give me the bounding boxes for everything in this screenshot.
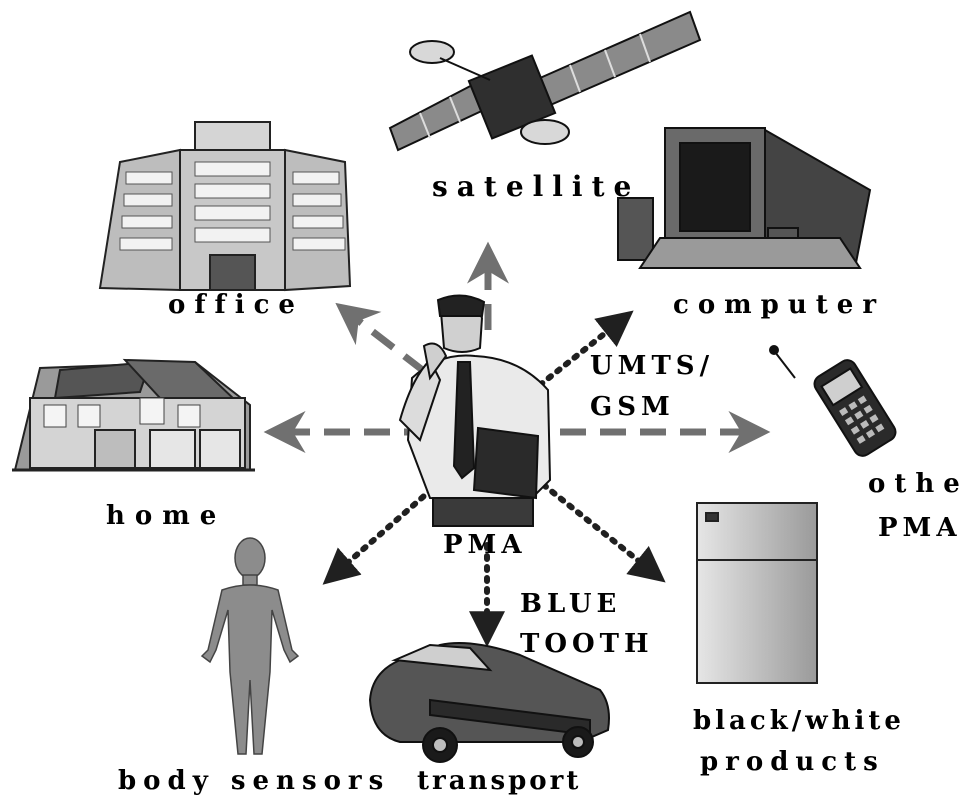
computer-icon bbox=[617, 127, 872, 269]
transport-car-icon bbox=[368, 641, 610, 763]
dotted-arrows bbox=[322, 310, 666, 648]
label-pma-center: PMA bbox=[443, 530, 527, 560]
label-transport: transport bbox=[417, 766, 581, 796]
office-icon bbox=[98, 121, 352, 292]
label-black-white: black/white bbox=[693, 706, 905, 736]
dashed-arrows bbox=[263, 241, 771, 453]
label-blue: BLUE bbox=[520, 589, 621, 619]
body-sensors-icon bbox=[200, 537, 300, 755]
label-computer: computer bbox=[673, 290, 885, 320]
label-umts: UMTS/ bbox=[590, 351, 714, 381]
label-home: home bbox=[106, 501, 226, 531]
satellite-icon bbox=[388, 10, 702, 152]
label-tooth: TOOTH bbox=[520, 629, 654, 659]
label-gsm: GSM bbox=[590, 392, 675, 422]
arrow-to-office bbox=[335, 302, 428, 375]
fridge-products-icon bbox=[696, 502, 818, 684]
pma-user-icon bbox=[398, 294, 552, 527]
label-other: other bbox=[868, 469, 969, 499]
arrow-to-products bbox=[532, 475, 666, 583]
arrow-to-body-sensors bbox=[322, 479, 443, 585]
label-body-sensors: body sensors bbox=[118, 766, 390, 796]
home-icon bbox=[12, 358, 255, 472]
label-satellite: satellite bbox=[432, 170, 640, 203]
label-office: office bbox=[168, 290, 304, 320]
label-other-pma: PMA bbox=[878, 513, 962, 543]
other-pma-phone-icon bbox=[769, 345, 897, 457]
label-products: products bbox=[700, 747, 885, 777]
arrow-to-computer bbox=[537, 310, 634, 388]
